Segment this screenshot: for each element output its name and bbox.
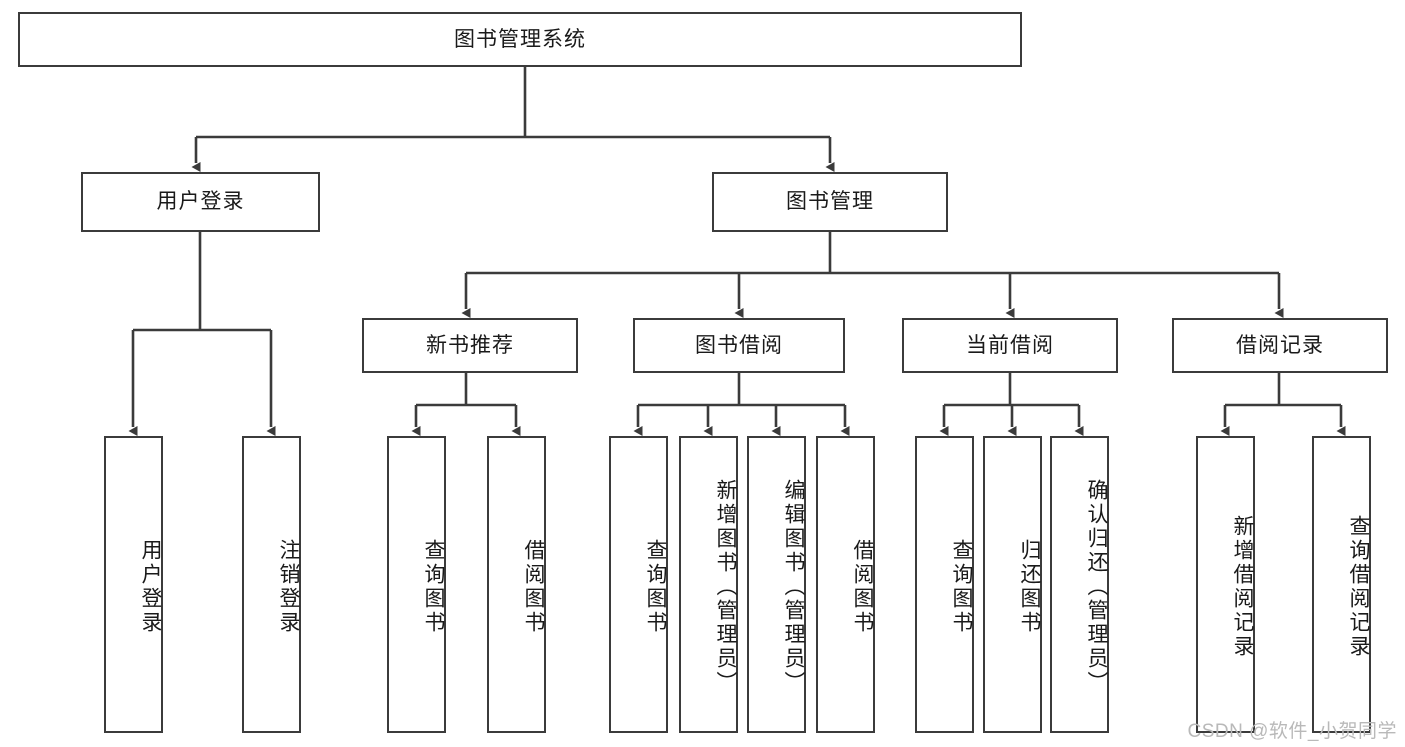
node-label: 确认归还（管理员）	[1085, 478, 1108, 695]
node-label: 借阅图书	[522, 538, 545, 635]
node-label: 新增借阅记录	[1231, 514, 1254, 659]
node-label: 查询借阅记录	[1347, 514, 1370, 659]
node-label: 编辑图书（管理员）	[782, 478, 805, 695]
node-label: 用户登录	[139, 538, 162, 635]
node-label: 借阅记录	[1236, 333, 1324, 357]
node-new-book-recommend[interactable]: 新书推荐	[362, 318, 578, 373]
node-label: 图书管理系统	[454, 27, 586, 51]
leaf-node-leaf-logout[interactable]: 注销登录	[242, 436, 301, 733]
node-label: 查询图书	[950, 538, 973, 635]
leaf-node-leaf-query-book-borrow[interactable]: 查询图书	[609, 436, 668, 733]
node-label: 归还图书	[1018, 538, 1041, 635]
node-user-login[interactable]: 用户登录	[81, 172, 320, 232]
node-label: 用户登录	[156, 190, 245, 214]
connector-paths	[128, 67, 1346, 436]
leaf-node-leaf-query-book-current[interactable]: 查询图书	[915, 436, 974, 733]
watermark-text: CSDN @软件_小贺同学	[1187, 721, 1397, 742]
node-label: 注销登录	[277, 538, 300, 635]
leaf-node-leaf-borrow-book-recommend[interactable]: 借阅图书	[487, 436, 546, 733]
node-label: 查询图书	[644, 538, 667, 635]
leaf-node-leaf-edit-book[interactable]: 编辑图书（管理员）	[747, 436, 806, 733]
node-book-management[interactable]: 图书管理	[712, 172, 948, 232]
leaf-node-leaf-confirm-return[interactable]: 确认归还（管理员）	[1050, 436, 1109, 733]
leaf-node-leaf-add-record[interactable]: 新增借阅记录	[1196, 436, 1255, 733]
node-label: 借阅图书	[851, 538, 874, 635]
leaf-node-leaf-query-record[interactable]: 查询借阅记录	[1312, 436, 1371, 733]
leaf-node-leaf-user-login[interactable]: 用户登录	[104, 436, 163, 733]
node-label: 查询图书	[422, 538, 445, 635]
node-root-title[interactable]: 图书管理系统	[18, 12, 1022, 67]
leaf-node-leaf-return-book[interactable]: 归还图书	[983, 436, 1042, 733]
node-borrow-record[interactable]: 借阅记录	[1172, 318, 1388, 373]
node-current-borrow[interactable]: 当前借阅	[902, 318, 1118, 373]
leaf-node-leaf-borrow-book[interactable]: 借阅图书	[816, 436, 875, 733]
leaf-node-leaf-add-book[interactable]: 新增图书（管理员）	[679, 436, 738, 733]
node-label: 新书推荐	[426, 333, 514, 357]
node-label: 图书借阅	[695, 333, 783, 357]
node-label: 新增图书（管理员）	[714, 478, 737, 695]
node-label: 图书管理	[786, 190, 874, 214]
leaf-node-leaf-query-book-recommend[interactable]: 查询图书	[387, 436, 446, 733]
node-book-borrow[interactable]: 图书借阅	[633, 318, 845, 373]
node-label: 当前借阅	[966, 333, 1054, 357]
